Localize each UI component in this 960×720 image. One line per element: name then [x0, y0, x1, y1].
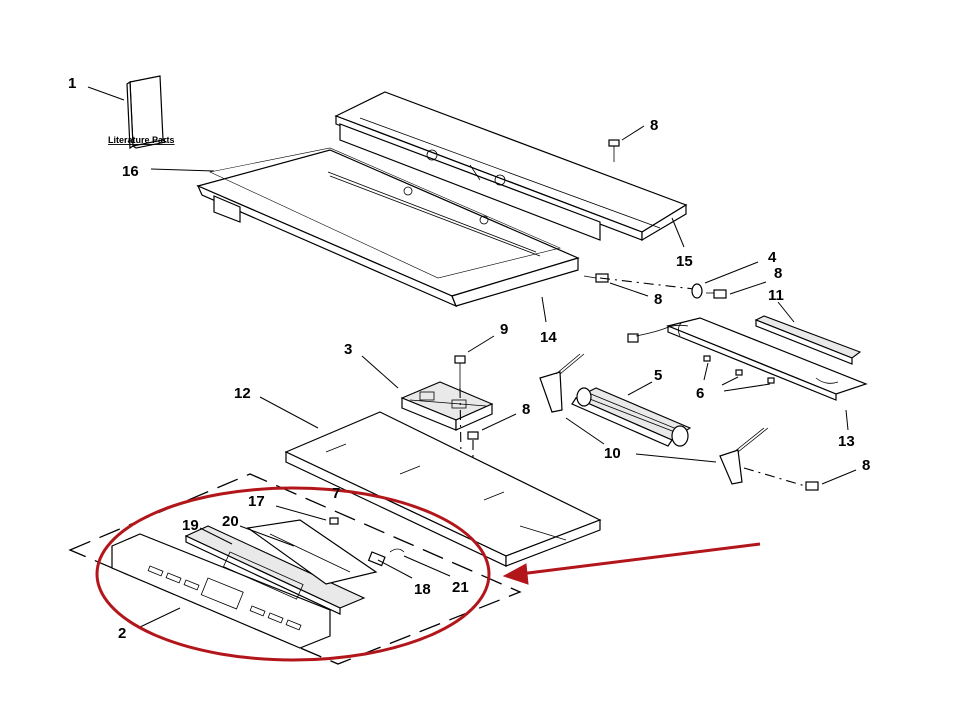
callout-8-top: 8	[650, 117, 658, 134]
leader-10b	[635, 453, 717, 463]
callout-12: 12	[234, 385, 251, 402]
leader-1	[87, 86, 125, 101]
leader-18	[377, 559, 413, 579]
callout-16: 16	[122, 163, 139, 180]
leader-8c	[609, 282, 649, 297]
leader-8a	[621, 125, 645, 141]
callout-9: 9	[500, 321, 508, 338]
screw-8b[interactable]	[706, 289, 727, 299]
leader-17	[275, 505, 327, 521]
leader-12	[259, 396, 319, 429]
fan-bracket-right[interactable]	[719, 427, 769, 485]
rear-bracket-plate[interactable]	[666, 317, 868, 401]
callout-6: 6	[696, 385, 704, 402]
leader-15	[671, 217, 685, 248]
callout-18: 18	[414, 581, 431, 598]
cooling-fan-5[interactable]	[571, 387, 692, 447]
base-panel-12[interactable]	[284, 411, 602, 567]
leader-8b	[729, 281, 767, 295]
leader-5	[627, 381, 653, 396]
insulation-strip-11[interactable]	[754, 315, 862, 365]
fan-bracket-left[interactable]	[539, 353, 585, 413]
upper-cover-panel[interactable]	[334, 91, 688, 242]
fasteners-6[interactable]	[703, 355, 775, 384]
screw-9[interactable]	[454, 355, 466, 388]
dashline-washer	[599, 277, 695, 290]
callout-21: 21	[452, 579, 469, 596]
switch-18[interactable]	[367, 551, 386, 567]
callout-5: 5	[654, 367, 662, 384]
cavity-top-panel[interactable]	[196, 147, 580, 308]
callout-19: 19	[182, 517, 199, 534]
callout-8-mid: 8	[654, 291, 662, 308]
clip-21[interactable]	[389, 548, 405, 553]
leader-14	[541, 296, 547, 323]
relay-bracket-3[interactable]	[400, 381, 494, 431]
leader-10a	[565, 417, 605, 445]
leader-8e	[821, 469, 857, 485]
leader-20	[239, 525, 295, 547]
callout-20: 20	[222, 513, 239, 530]
washer-4[interactable]	[691, 283, 703, 299]
leader-2	[137, 607, 181, 629]
leader-16	[150, 168, 215, 172]
leader-6a	[703, 362, 709, 381]
screw-8d[interactable]	[467, 431, 479, 440]
leader-3	[361, 355, 399, 389]
control-panel-2[interactable]	[111, 533, 331, 649]
callout-15: 15	[676, 253, 693, 270]
callout-2: 2	[118, 625, 126, 642]
callout-3: 3	[344, 341, 352, 358]
leader-21	[403, 555, 451, 577]
leader-4	[704, 261, 759, 284]
screw-top[interactable]	[608, 139, 620, 162]
control-board-19[interactable]	[184, 525, 366, 615]
literature-booklet[interactable]	[126, 75, 168, 150]
callout-8-washer: 8	[774, 265, 782, 282]
ground-screw[interactable]	[627, 324, 689, 343]
circuit-board-20[interactable]	[246, 519, 378, 585]
callout-13: 13	[838, 433, 855, 450]
screw-8e[interactable]	[805, 481, 819, 491]
literature-parts-label: Literature Parts	[108, 135, 175, 145]
callout-11: 11	[768, 287, 784, 304]
callout-8-bracket: 8	[862, 457, 870, 474]
leader-8d	[481, 413, 517, 431]
leader-6b	[721, 376, 739, 386]
leader-13	[845, 409, 849, 431]
highlight-arrow	[502, 542, 761, 585]
callout-7: 7	[332, 485, 340, 502]
leader-11	[777, 301, 795, 323]
callout-14: 14	[540, 329, 557, 346]
highlight-ellipse	[95, 486, 491, 662]
leader-19	[199, 527, 233, 545]
callout-10: 10	[604, 445, 621, 462]
dashline-bracket-screw	[743, 467, 813, 489]
callout-4: 4	[768, 249, 777, 266]
callout-1: 1	[68, 75, 76, 92]
leader-9	[467, 335, 495, 353]
leader-6c	[723, 383, 771, 392]
callout-8-relay: 8	[522, 401, 530, 418]
callout-17: 17	[248, 493, 265, 510]
connector-17[interactable]	[329, 517, 339, 525]
